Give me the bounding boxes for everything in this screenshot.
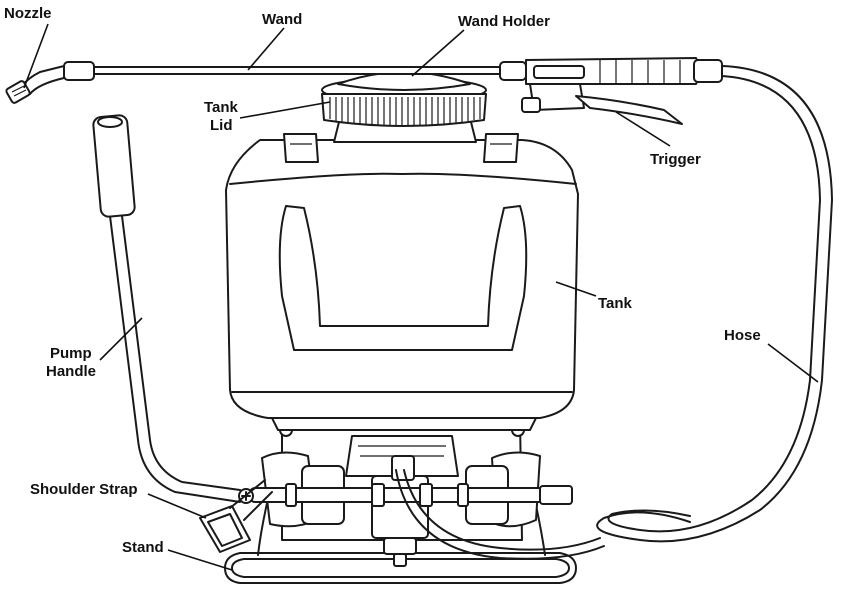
label-pump-handle-line2: Handle (46, 363, 96, 380)
leader-hose (767, 343, 819, 383)
leader-tank-lid (239, 101, 331, 119)
leader-shoulder-strap (147, 493, 207, 519)
leader-tank (555, 281, 597, 297)
label-hose: Hose (724, 327, 761, 344)
label-tank-lid-line2: Lid (210, 117, 233, 134)
tank (225, 133, 579, 431)
labels: Nozzle Wand Wand Holder Tank Lid Trigger… (4, 5, 761, 556)
leader-nozzle (23, 23, 49, 89)
label-wand-holder: Wand Holder (458, 13, 550, 30)
tank-lid (321, 71, 487, 143)
label-stand: Stand (122, 539, 164, 556)
hose (395, 65, 833, 560)
label-shoulder-strap: Shoulder Strap (30, 481, 138, 498)
leader-trigger (615, 111, 671, 147)
leader-wand (247, 27, 285, 71)
shoulder-strap (199, 479, 273, 553)
label-nozzle: Nozzle (4, 5, 52, 22)
wand (63, 61, 527, 81)
label-tank-lid-line1: Tank (204, 99, 239, 116)
label-trigger: Trigger (650, 151, 701, 168)
pump-handle (92, 114, 241, 503)
leader-stand (167, 549, 233, 571)
label-tank: Tank (598, 295, 633, 312)
leader-pump-handle (99, 317, 143, 361)
trigger-handle (521, 57, 723, 125)
nozzle (5, 65, 65, 104)
leader-lines (23, 23, 819, 571)
label-wand: Wand (262, 11, 302, 28)
leader-wand-holder (411, 29, 465, 77)
label-pump-handle-line1: Pump (50, 345, 92, 362)
pump-mechanism (238, 419, 573, 567)
